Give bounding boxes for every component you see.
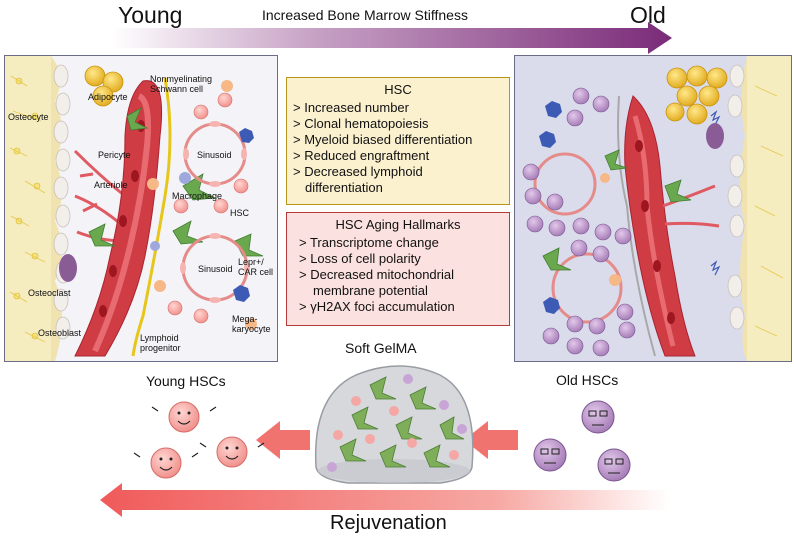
young-hscs-group — [133, 401, 265, 479]
hsc-item-6: differentiation — [305, 180, 383, 195]
label-lepr-line1: Lepr+/ — [238, 257, 264, 267]
young-title: Young — [118, 2, 183, 28]
hallmark-item-4: membrane potential — [313, 283, 428, 298]
label-lymphoid-line1: Lymphoid — [140, 333, 179, 343]
hallmark-item-1: > Transcriptome change — [299, 235, 439, 250]
old-title: Old — [630, 2, 666, 28]
label-lymphoid-line2: progenitor — [140, 343, 181, 353]
old-marrow-panel — [514, 55, 792, 362]
label-pericyte: Pericyte — [98, 150, 131, 160]
label-sinusoid-bottom: Sinusoid — [198, 264, 233, 274]
old-marrow-illustration — [522, 56, 791, 361]
hsc-item-5: > Decreased lymphoid — [293, 164, 423, 179]
label-adipocyte: Adipocyte — [88, 92, 128, 102]
hsc-changes-box: HSC > Increased number > Clonal hematopo… — [286, 77, 510, 205]
young-marrow-panel — [4, 55, 278, 362]
stiffness-label: Increased Bone Marrow Stiffness — [262, 7, 468, 23]
label-osteocyte: Osteocyte — [8, 112, 49, 122]
label-schwann-line1: Nonmyelinating — [150, 74, 213, 84]
old-hscs-label: Old HSCs — [556, 372, 619, 388]
label-hsc: HSC — [230, 208, 250, 218]
young-marrow-illustration — [5, 56, 264, 361]
label-osteoclast: Osteoclast — [28, 288, 71, 298]
hallmark-item-3: > Decreased mitochondrial — [299, 267, 454, 282]
label-schwann-line2: Schwann cell — [150, 84, 204, 94]
old-hscs-group — [533, 400, 631, 482]
soft-gelma-label: Soft GelMA — [345, 340, 417, 356]
label-sinusoid-top: Sinusoid — [197, 150, 232, 160]
hallmark-item-5: > γH2AX foci accumulation — [299, 299, 455, 314]
young-hscs-label: Young HSCs — [146, 373, 226, 389]
hsc-item-1: > Increased number — [293, 100, 409, 115]
label-osteoblast: Osteoblast — [38, 328, 82, 338]
bottom-illustration — [100, 365, 670, 517]
label-lepr-line2: CAR cell — [238, 267, 274, 277]
hsc-item-4: > Reduced engraftment — [293, 148, 430, 163]
rejuvenation-label: Rejuvenation — [330, 512, 447, 534]
stiffness-arrow — [112, 22, 672, 54]
hsc-item-3: > Myeloid biased differentiation — [293, 132, 473, 147]
label-macrophage: Macrophage — [172, 191, 223, 201]
hsc-box-title: HSC — [384, 82, 412, 97]
label-mega-line1: Mega- — [232, 314, 258, 324]
hallmarks-title: HSC Aging Hallmarks — [335, 217, 461, 232]
hallmarks-box: HSC Aging Hallmarks > Transcriptome chan… — [286, 212, 510, 326]
label-arteriole: Arteriole — [94, 180, 128, 190]
label-mega-line2: karyocyte — [232, 324, 271, 334]
rejuvenation-arrow — [100, 483, 670, 517]
hsc-item-2: > Clonal hematopoiesis — [293, 116, 429, 131]
hallmark-item-2: > Loss of cell polarity — [299, 251, 421, 266]
